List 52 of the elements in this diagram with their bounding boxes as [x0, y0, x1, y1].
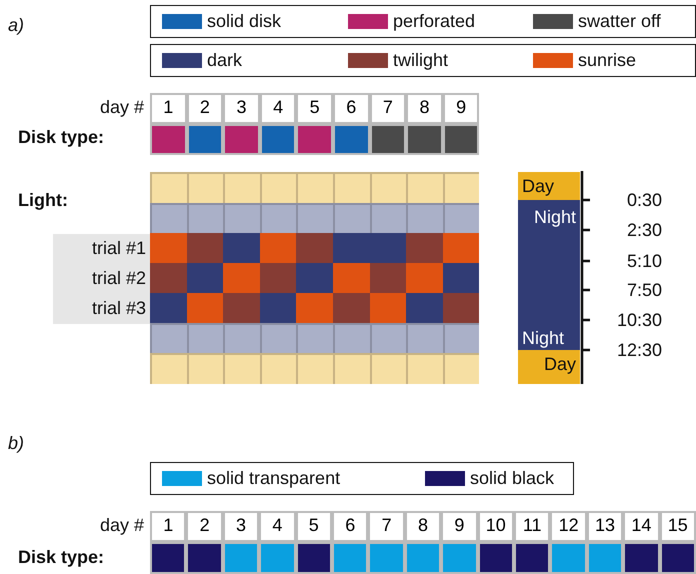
day-number-cell: 5 [296, 93, 333, 124]
day-number-cell: 5 [296, 511, 332, 542]
legend-label: dark [207, 49, 242, 71]
day-number-cell: 12 [550, 511, 587, 542]
day-number-cell: 6 [332, 511, 368, 542]
period-label: Night [532, 206, 576, 228]
time-label: 7:50 [626, 279, 662, 301]
time-label: 0:30 [626, 189, 662, 211]
day-period-band: Day [518, 172, 580, 200]
day-number-cell: 8 [406, 93, 443, 124]
day-number-cell: 9 [441, 511, 478, 542]
day-number-cell: 6 [333, 93, 370, 124]
panel-letter: a) [8, 14, 24, 36]
day-number-cell: 13 [586, 511, 624, 542]
trial-label: trial #3 [90, 297, 146, 319]
day-number-cell: 7 [368, 511, 405, 542]
day-number-cell: 15 [660, 511, 696, 542]
day-number-cell: 3 [222, 511, 260, 542]
panel-letter: b) [8, 432, 24, 454]
day-number-cell: 1 [150, 511, 186, 542]
legend-label: solid transparent [207, 467, 340, 489]
legend-label: solid disk [207, 10, 282, 32]
day-period-band: Day [518, 350, 580, 384]
legend-label: twilight [393, 49, 448, 71]
period-label: Night [522, 327, 564, 349]
row-header: Light: [18, 189, 68, 211]
time-label: 12:30 [616, 339, 662, 361]
legend-label: perforated [393, 10, 476, 32]
trial-label: trial #2 [90, 267, 146, 289]
day-number-cell: 7 [370, 93, 406, 124]
time-label: 5:10 [626, 250, 662, 272]
time-label: 10:30 [616, 309, 662, 331]
day-number-cell: 4 [259, 511, 296, 542]
day-number-cell: 1 [150, 93, 187, 124]
day-number-cell: 10 [478, 511, 514, 542]
day-number-cell: 3 [223, 93, 260, 124]
row-header: Disk type: [18, 546, 104, 568]
legend-label: solid black [470, 467, 554, 489]
row-header: day # [98, 514, 144, 536]
row-header: day # [98, 96, 144, 118]
legend-label: sunrise [578, 49, 636, 71]
legend-label: swatter off [578, 10, 661, 32]
time-label: 2:30 [626, 219, 662, 241]
day-number-cell: 14 [623, 511, 660, 542]
day-number-cell: 4 [260, 93, 296, 124]
day-number-cell: 9 [442, 93, 480, 124]
day-number-cell: 8 [404, 511, 442, 542]
day-number-cell: 2 [186, 511, 223, 542]
trial-label: trial #1 [90, 237, 146, 259]
day-number-cell: 2 [186, 93, 224, 124]
row-header: Disk type: [18, 126, 104, 148]
day-number-cell: 11 [514, 511, 550, 542]
